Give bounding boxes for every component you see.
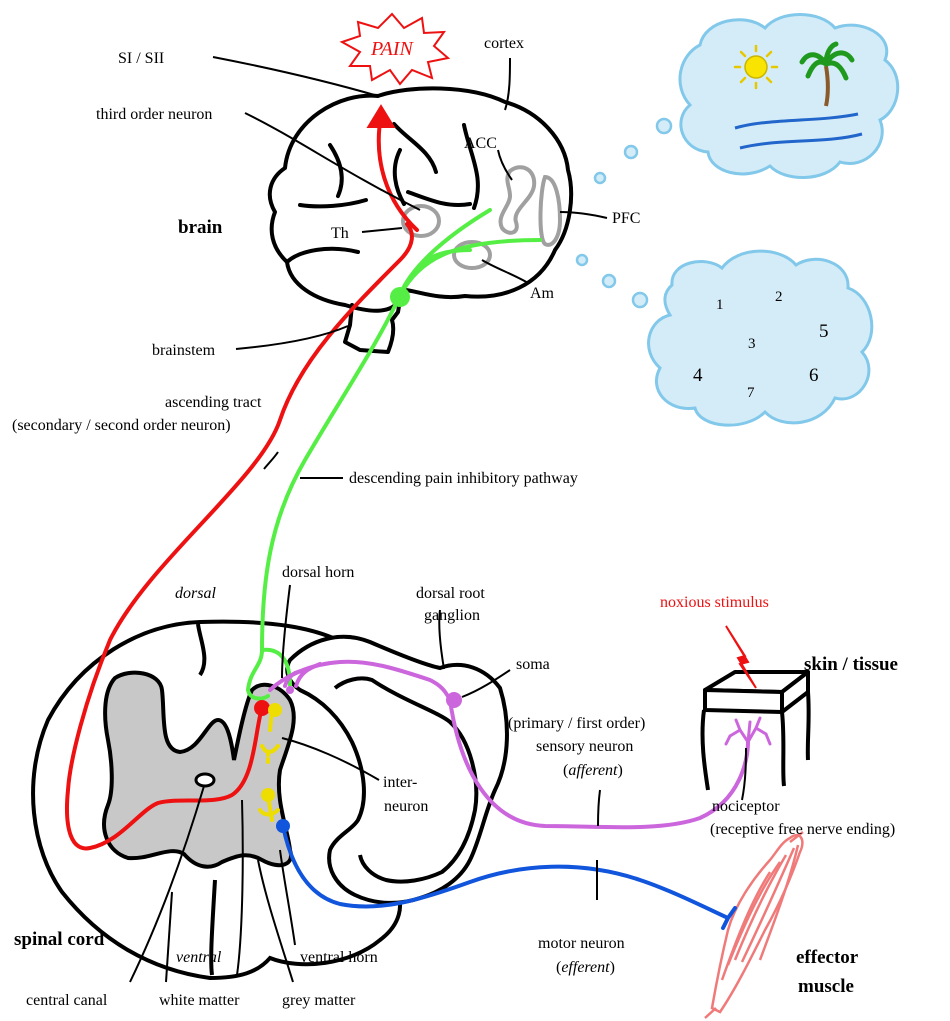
thought-cloud-numbers: 1 2 3 4 5 6 7 bbox=[649, 251, 872, 425]
label-ascending-subtitle: (secondary / second order neuron) bbox=[12, 417, 231, 434]
pfc-structure bbox=[540, 177, 560, 245]
acc-structure bbox=[501, 167, 535, 233]
label-brainstem: brainstem bbox=[152, 342, 216, 359]
number-1: 1 bbox=[716, 297, 724, 313]
number-4: 4 bbox=[693, 365, 703, 386]
pain-label: PAIN bbox=[370, 38, 415, 60]
label-am: Am bbox=[530, 285, 555, 302]
pain-burst: PAIN bbox=[342, 14, 448, 84]
label-sensory-line3: (afferent) bbox=[563, 762, 623, 779]
label-ascending-tract: ascending tract bbox=[165, 394, 262, 411]
label-white-matter: white matter bbox=[159, 992, 240, 1009]
label-noxious-stimulus: noxious stimulus bbox=[660, 594, 769, 611]
label-ventral-horn: ventral horn bbox=[300, 949, 378, 966]
label-sensory-line2: sensory neuron bbox=[536, 738, 633, 755]
nociceptor-endings bbox=[726, 718, 770, 744]
label-ventral: ventral bbox=[176, 949, 222, 966]
number-7: 7 bbox=[747, 385, 755, 401]
label-dorsal-horn: dorsal horn bbox=[282, 564, 354, 581]
effector-muscle-shape bbox=[705, 832, 803, 1018]
number-2: 2 bbox=[775, 289, 783, 305]
central-canal-shape bbox=[196, 774, 214, 786]
brain bbox=[270, 88, 571, 352]
label-muscle: muscle bbox=[798, 976, 854, 997]
number-5: 5 bbox=[819, 321, 829, 342]
label-th: Th bbox=[331, 225, 349, 242]
label-soma: soma bbox=[516, 656, 550, 673]
label-nociceptor: nociceptor bbox=[712, 798, 780, 815]
thought-cloud-beach bbox=[680, 15, 898, 178]
label-si-sii: SI / SII bbox=[118, 50, 164, 67]
brain-structures bbox=[403, 167, 560, 268]
label-grey-matter: grey matter bbox=[282, 992, 356, 1009]
label-interneuron-line2: neuron bbox=[384, 798, 428, 815]
label-motor-neuron: motor neuron bbox=[538, 935, 625, 952]
label-drg-line2: ganglion bbox=[424, 607, 480, 624]
interneuron-soma-2 bbox=[261, 788, 275, 802]
label-cortex: cortex bbox=[484, 35, 524, 52]
label-skin-tissue: skin / tissue bbox=[804, 654, 898, 675]
label-drg-line1: dorsal root bbox=[416, 585, 485, 602]
number-3: 3 bbox=[748, 336, 756, 352]
label-descending-pathway: descending pain inhibitory pathway bbox=[349, 470, 578, 487]
label-nociceptor-subtitle: (receptive free nerve ending) bbox=[710, 821, 895, 838]
label-sensory-line1: (primary / first order) bbox=[508, 715, 645, 732]
label-brain: brain bbox=[178, 217, 223, 238]
label-pfc: PFC bbox=[612, 210, 640, 227]
sensory-neuron-soma bbox=[446, 692, 462, 708]
label-motor-efferent: (efferent) bbox=[556, 959, 615, 976]
interneuron-soma-1 bbox=[268, 703, 282, 717]
label-effector: effector bbox=[796, 947, 859, 968]
label-interneuron-line1: inter- bbox=[383, 774, 417, 791]
ascending-neuron-soma bbox=[254, 700, 270, 716]
descending-neuron-soma bbox=[390, 287, 410, 307]
label-central-canal: central canal bbox=[26, 992, 108, 1009]
number-6: 6 bbox=[809, 365, 819, 386]
label-spinal-cord: spinal cord bbox=[14, 929, 105, 950]
sensory-terminal bbox=[286, 686, 294, 694]
label-dorsal: dorsal bbox=[175, 585, 216, 602]
label-acc: ACC bbox=[464, 135, 497, 152]
motor-neuron-soma bbox=[276, 819, 290, 833]
label-third-order-neuron: third order neuron bbox=[96, 106, 212, 123]
